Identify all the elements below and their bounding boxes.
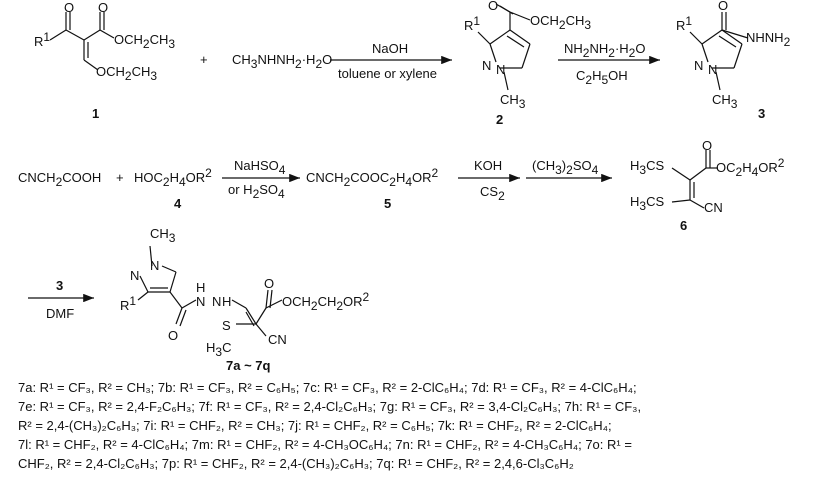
ester-side-chain-label: OCH2CH2OR2 bbox=[282, 290, 370, 313]
alcohol-4-label: HOC2H4OR2 bbox=[134, 166, 212, 189]
arrow-4-reagent: KOH bbox=[474, 158, 502, 173]
cyanoacetate-5-label: CNCH2COOC2H4OR2 bbox=[306, 166, 439, 189]
hydrazide-nh-label: N bbox=[212, 294, 221, 309]
oxygen-label: O bbox=[488, 0, 498, 13]
cyanoacetic-acid-label: CNCH2COOH bbox=[18, 170, 101, 189]
compound-6-structure bbox=[671, 150, 718, 209]
compound-7-structure bbox=[137, 245, 283, 337]
methylthio-methyl-label: H3C bbox=[206, 340, 231, 359]
substituent-legend: 7a: R¹ = CF₃, R² = CH₃; 7b: R¹ = CF₃, R²… bbox=[18, 378, 641, 473]
legend-line: CHF₂, R² = 2,4-Cl₂C₆H₃; 7p: R¹ = CHF₂, R… bbox=[18, 456, 574, 471]
legend-line: R² = 2,4-(CH₃)₂C₆H₃; 7i: R¹ = CHF₂, R² =… bbox=[18, 418, 612, 433]
compound-2-id: 2 bbox=[496, 112, 503, 127]
hydrazide-nh-label: N bbox=[196, 294, 205, 309]
ethoxy-enol-label: OCH2CH3 bbox=[96, 64, 157, 83]
compound-1-id: 1 bbox=[92, 106, 99, 121]
methylthio-label: H3CS bbox=[630, 194, 664, 213]
methylthio-label: H3CS bbox=[630, 158, 664, 177]
compound-7-id: 7a ~ 7q bbox=[226, 358, 271, 373]
nitrogen-label: N bbox=[694, 58, 703, 73]
plus-sign: + bbox=[200, 52, 208, 67]
arrow-2-reagent: NH2NH2·H2O bbox=[564, 41, 645, 60]
methylhydrazine-label: CH3NHNH2·H2O bbox=[232, 52, 332, 71]
ester-side-chain-label: OC2H4OR2 bbox=[716, 156, 785, 179]
nitrogen-label: N bbox=[496, 62, 505, 77]
oxygen-label: O bbox=[718, 0, 728, 13]
arrow-6-reagent: 3 bbox=[56, 278, 63, 293]
r1-label: R1 bbox=[120, 294, 136, 313]
legend-line: 7l: R¹ = CHF₂, R² = 4-ClC₆H₄; 7m: R¹ = C… bbox=[18, 437, 632, 452]
arrow-3-reagent: NaHSO4 bbox=[234, 158, 286, 177]
oxygen-label: O bbox=[702, 138, 712, 153]
legend-line: 7e: R¹ = CF₃, R² = 2,4-F₂C₆H₃; 7f: R¹ = … bbox=[18, 399, 642, 414]
legend-line: 7a: R¹ = CF₃, R² = CH₃; 7b: R¹ = CF₃, R²… bbox=[18, 380, 637, 395]
methyl-label: CH3 bbox=[712, 92, 738, 111]
compound-5-id: 5 bbox=[384, 196, 391, 211]
ethoxy-ester-label: OCH2CH3 bbox=[114, 32, 175, 51]
nitrogen-label: N bbox=[130, 268, 139, 283]
compound-3-id: 3 bbox=[758, 106, 765, 121]
hydrazide-nh-label: H bbox=[196, 280, 205, 295]
hydrazide-nh-label: H bbox=[222, 294, 231, 309]
arrow-1-solvent: toluene or xylene bbox=[338, 66, 437, 81]
oxygen-label: O bbox=[264, 276, 274, 291]
methyl-label: CH3 bbox=[500, 92, 526, 111]
nitrile-label: CN bbox=[704, 200, 723, 215]
arrow-1-reagent: NaOH bbox=[372, 41, 408, 56]
hydrazide-label: NHNH2 bbox=[746, 30, 791, 49]
methyl-label: CH3 bbox=[150, 226, 176, 245]
nitrogen-label: N bbox=[482, 58, 491, 73]
arrow-2-solvent: C2H5OH bbox=[576, 68, 628, 87]
plus-sign: + bbox=[116, 170, 124, 185]
compound-6-id: 6 bbox=[680, 218, 687, 233]
oxygen-label: O bbox=[64, 0, 74, 15]
nitrogen-label: N bbox=[708, 62, 717, 77]
r1-label: R1 bbox=[676, 14, 692, 33]
r1-label: R1 bbox=[34, 30, 50, 49]
arrow-5-reagent: (CH3)2SO4 bbox=[532, 158, 599, 177]
ester-ethyl-label: OCH2CH3 bbox=[530, 13, 591, 32]
sulfur-label: S bbox=[222, 318, 231, 333]
nitrogen-label: N bbox=[150, 258, 159, 273]
compound-1-structure bbox=[49, 12, 115, 71]
nitrile-label: CN bbox=[268, 332, 287, 347]
arrow-3-alternative: or H2SO4 bbox=[228, 182, 285, 201]
oxygen-label: O bbox=[168, 328, 178, 343]
compound-3-structure bbox=[689, 12, 749, 91]
arrow-4-solvent: CS2 bbox=[480, 184, 505, 203]
oxygen-label: O bbox=[98, 0, 108, 15]
compound-4-id: 4 bbox=[174, 196, 182, 211]
r1-label: R1 bbox=[464, 14, 480, 33]
arrow-6-solvent: DMF bbox=[46, 306, 74, 321]
compound-2-structure bbox=[477, 3, 531, 91]
